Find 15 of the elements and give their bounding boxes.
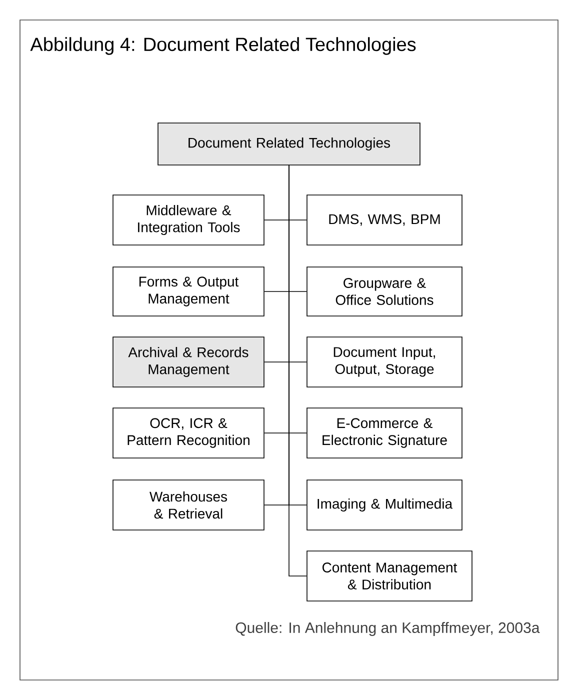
category-box: Imaging & Multimedia	[306, 480, 462, 530]
category-box: Document Input, Output, Storage	[306, 336, 462, 388]
figure-title: Abbildung 4: Document Related Technologies	[30, 37, 416, 55]
category-box: DMS, WMS, BPM	[306, 194, 462, 246]
category-box: Forms & Output Management	[112, 266, 264, 316]
category-box: Groupware & Office Solutions	[306, 266, 462, 316]
category-box: OCR, ICR & Pattern Recognition	[112, 408, 264, 458]
category-box: Content Management & Distribution	[306, 550, 472, 602]
source-note: Quelle: In Anlehnung an Kampffmeyer, 2003a	[236, 622, 540, 636]
highlighted-box: Archival & Records Management	[112, 336, 264, 388]
category-box: E-Commerce & Electronic Signature	[306, 408, 462, 458]
highlighted-box: Document Related Technologies	[158, 122, 420, 166]
category-box: Warehouses & Retrieval	[112, 480, 264, 530]
category-box: Middleware & Integration Tools	[112, 194, 264, 246]
connector-line	[288, 165, 307, 576]
